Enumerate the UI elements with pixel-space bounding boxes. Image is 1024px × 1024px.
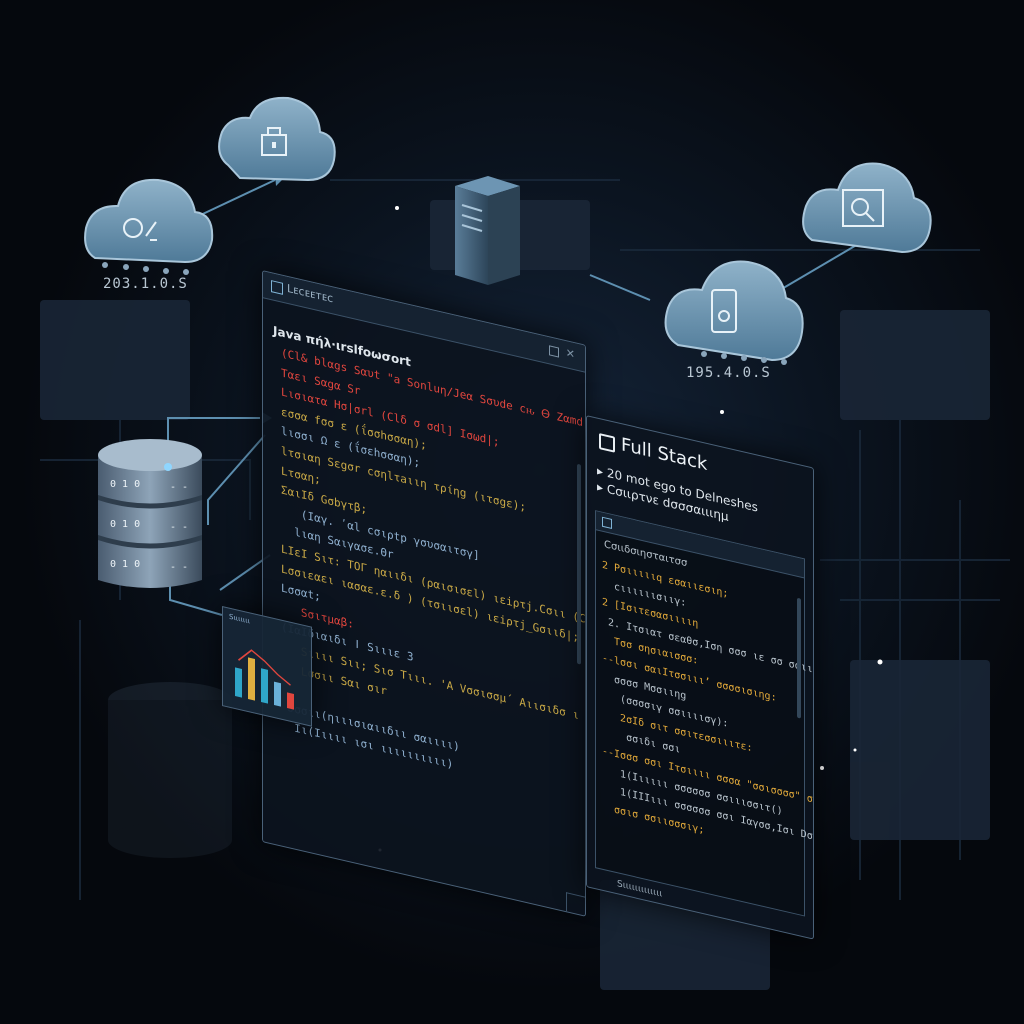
stack-icon bbox=[599, 433, 615, 453]
chart-bar bbox=[261, 668, 268, 704]
left-cloud-ip: 203.1.0.S bbox=[103, 276, 188, 292]
chart-bar bbox=[287, 692, 294, 710]
svg-text:0 1 0: 0 1 0 bbox=[110, 519, 140, 530]
database-icon: 0 1 0 - - 0 1 0 - - 0 1 0 - - bbox=[98, 439, 202, 588]
cloud-lock-icon bbox=[218, 96, 336, 182]
cloud-device-icon bbox=[664, 260, 804, 362]
fullstack-panel[interactable]: Full Stack ▸ 20 mot eɡo to Delneshes ▸ C… bbox=[586, 415, 814, 940]
editor-tab[interactable]: Lᴇcᴇᴇᴛᴇᴄ bbox=[287, 281, 334, 306]
svg-text:0 1 0: 0 1 0 bbox=[110, 559, 140, 570]
svg-text:- -: - - bbox=[170, 522, 188, 533]
chart-bar bbox=[248, 657, 255, 701]
file-icon bbox=[271, 280, 283, 295]
cloud-left-icon bbox=[84, 178, 214, 264]
right-cloud-ip: 195.4.0.S bbox=[686, 365, 771, 381]
maximize-icon[interactable] bbox=[549, 345, 559, 358]
cloud-search-icon bbox=[802, 162, 932, 254]
file-icon bbox=[602, 516, 612, 530]
chart-bar bbox=[235, 667, 242, 698]
chart-panel: Sιιιιιιι bbox=[222, 606, 312, 727]
mini-bar-chart bbox=[235, 649, 294, 710]
fullstack-title: Full Stack bbox=[621, 434, 708, 476]
editor-scrollbar[interactable] bbox=[577, 463, 581, 665]
close-icon[interactable]: ✕ bbox=[565, 346, 575, 362]
chart-bar bbox=[274, 681, 281, 707]
resize-handle[interactable] bbox=[566, 892, 585, 916]
fullstack-code-lines[interactable]: 2 Pσιιιιιq εσαιιεσιη; cιιιιιισιιγ:2 [Iσι… bbox=[602, 557, 814, 877]
fullstack-inner-panel: Cσιιδσιησταιτσσ 2 Pσιιιιιq εσαιιεσιη; cι… bbox=[595, 510, 814, 917]
svg-text:- -: - - bbox=[170, 562, 188, 573]
svg-text:0 1 0: 0 1 0 bbox=[110, 479, 140, 490]
svg-text:- -: - - bbox=[170, 482, 188, 493]
trend-line bbox=[237, 649, 291, 686]
inner-scrollbar[interactable] bbox=[797, 597, 801, 719]
code-lines[interactable]: (Cl& blαgs Sαυt "a Sonluη/Jeα Sσυde cԋ Ꮎ… bbox=[281, 343, 586, 817]
server-icon bbox=[455, 176, 520, 285]
code-editor-window[interactable]: Lᴇcᴇᴇᴛᴇᴄ ✕ Java πήλ·ιrslfοωσοrt (Cl& blα… bbox=[262, 270, 586, 917]
